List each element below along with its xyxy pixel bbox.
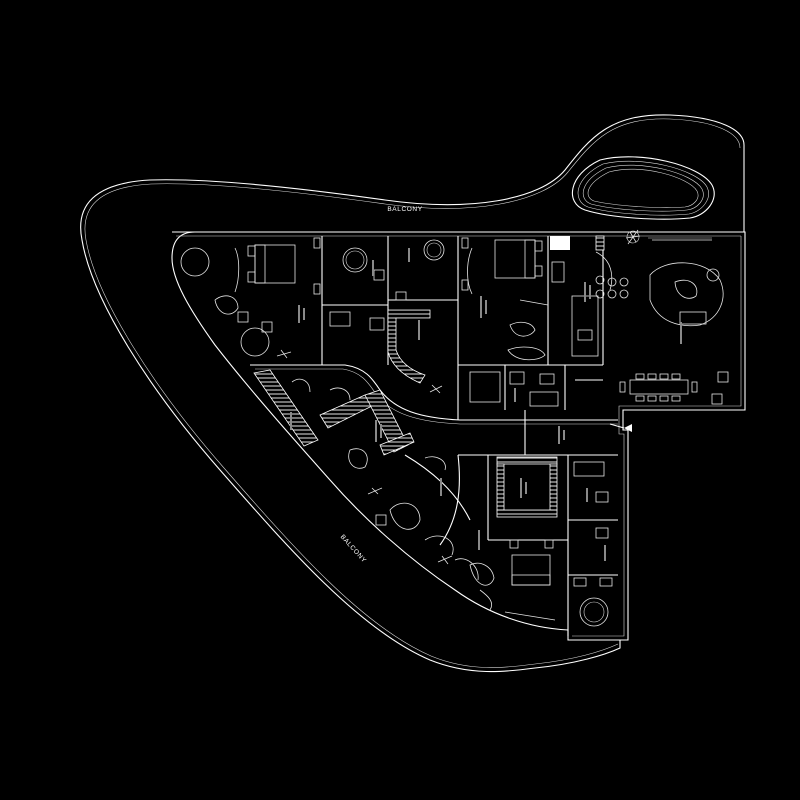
entrance-marker: [609, 423, 632, 432]
kitchen-furniture: [551, 251, 629, 357]
bedroom-2-furniture: [461, 237, 549, 361]
room-tag-marks: [290, 248, 682, 561]
balcony-label-bottom: BALCONY: [339, 534, 368, 565]
bedroom-1-furniture: [234, 237, 321, 295]
living-furniture: [626, 230, 724, 327]
dining-furniture: [619, 371, 729, 405]
closet-hatch-areas: [253, 235, 605, 518]
plant-symbols: [276, 229, 641, 565]
balcony-label-top: BALCONY: [387, 206, 422, 213]
lounge-furniture: [180, 247, 493, 611]
bathroom-fixtures: [329, 239, 613, 627]
bedroom-3-furniture: [469, 539, 556, 621]
balcony-outline: [80, 114, 745, 673]
pool: [571, 156, 715, 220]
